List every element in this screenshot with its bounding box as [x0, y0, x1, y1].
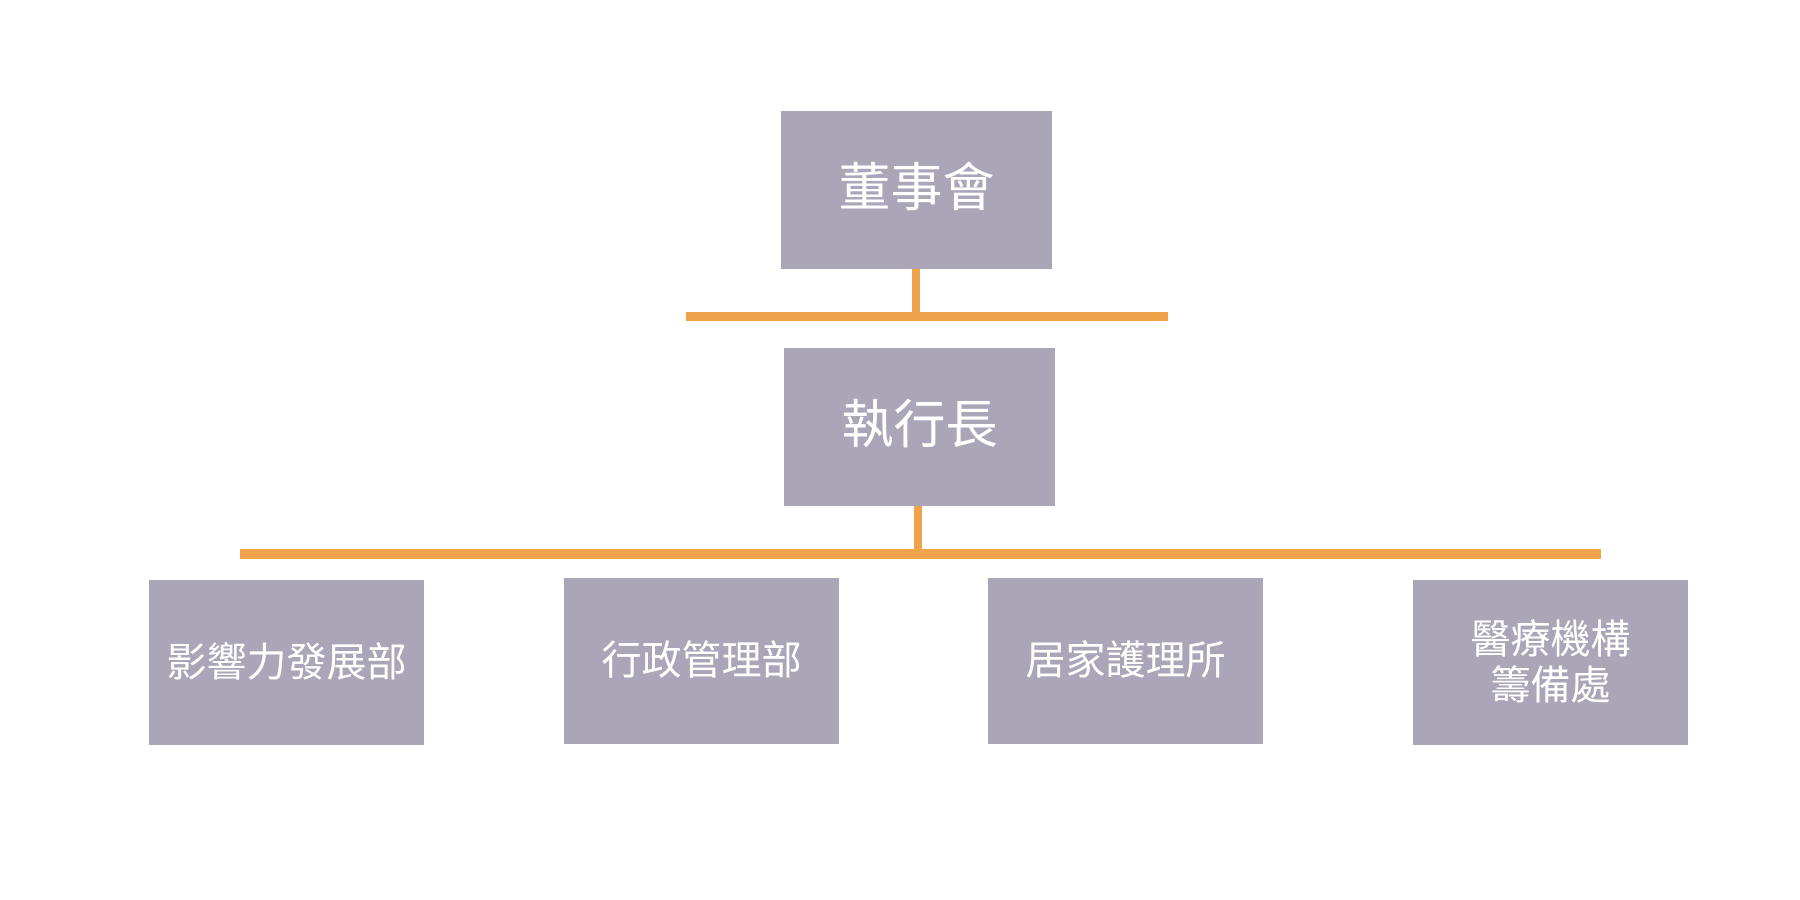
department-label: 居家護理所 [1025, 638, 1226, 684]
connector-board-to-bar [912, 269, 920, 313]
connector-ceo-to-bar [914, 506, 922, 552]
connector-lower-horizontal [240, 549, 1601, 559]
department-node-medical-preparatory: 醫療機構 籌備處 [1413, 580, 1688, 745]
department-label: 影響力發展部 [166, 639, 407, 686]
ceo-label: 執行長 [841, 396, 998, 457]
ceo-node: 執行長 [784, 348, 1055, 506]
department-node-impact-development: 影響力發展部 [149, 580, 424, 745]
connector-upper-horizontal [686, 312, 1168, 321]
department-label: 行政管理部 [601, 638, 802, 684]
board-label: 董事會 [838, 159, 995, 220]
board-node: 董事會 [781, 111, 1052, 269]
department-node-home-nursing: 居家護理所 [988, 578, 1263, 744]
department-label: 醫療機構 籌備處 [1470, 616, 1631, 709]
department-node-administration: 行政管理部 [564, 578, 839, 744]
